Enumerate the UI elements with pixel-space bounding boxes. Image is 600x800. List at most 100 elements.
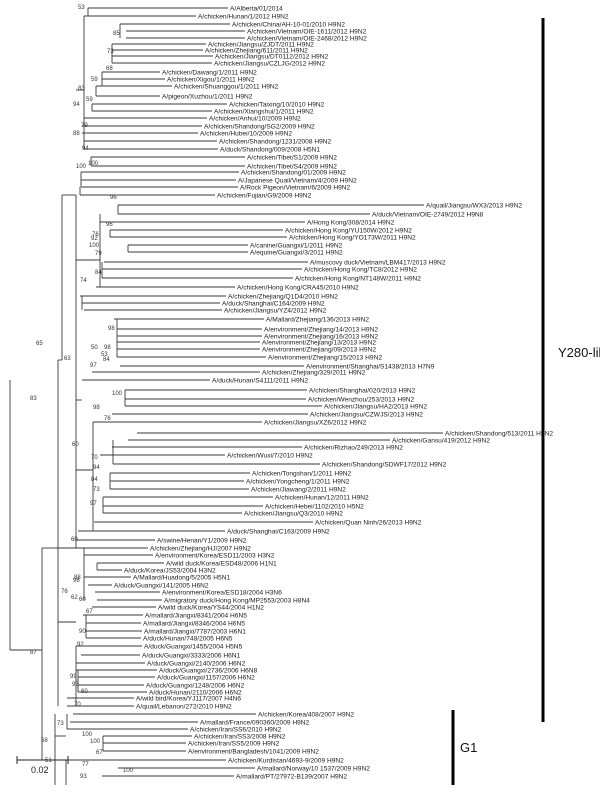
bootstrap-value: 94 <box>73 102 80 108</box>
leaf-label: A/duck/Guangxi/3333/2006 H6N1 <box>142 652 241 659</box>
bootstrap-value: 98 <box>108 326 115 332</box>
bootstrap-value: 51 <box>45 758 52 764</box>
leaf-label: A/mallard/Jiangxi/7787/2003 H6N1 <box>144 628 246 635</box>
bootstrap-value: 96 <box>106 222 113 228</box>
leaf-label: A/swine/Henan/Y1/2009 H9N2 <box>157 537 247 544</box>
leaf-label: A/chicken/Shandong/513/2011 H9N2 <box>445 430 553 437</box>
bootstrap-value: 73 <box>93 487 100 493</box>
leaf-label: A/chicken/Taixing/10/2010 H9N2 <box>229 101 325 108</box>
bootstrap-value: 70 <box>74 702 81 708</box>
leaf-label: A/chicken/Tibet/S1/2009 H9N2 <box>247 154 337 161</box>
leaf-label: A/chicken/Shandong/SG2/2009 H9N2 <box>204 123 315 130</box>
leaf-label: A/chicken/Iran/SS3/2008 H9N2 <box>194 733 286 740</box>
leaf-labels: A/Alberta/01/2014A/chicken/Hunan/1/2012 … <box>114 5 553 780</box>
bootstrap-value: 79 <box>95 251 102 257</box>
bootstrap-value: 92 <box>77 642 84 648</box>
leaf-label: A/canine/Guangxi/1/2011 H9N2 <box>250 242 343 249</box>
leaf-label: A/wild duck/Korea/ESD48/2006 H1N1 <box>166 560 277 567</box>
bootstrap-value: 96 <box>73 578 80 584</box>
leaf-label: A/chicken/Jiangsu/Q3/2010 H9N2 <box>244 510 343 517</box>
leaf-label: A/chicken/Quan Ninh/26/2013 H9N2 <box>315 519 422 526</box>
bootstrap-value: 60 <box>71 537 78 543</box>
leaf-label: A/chicken/Hong Kong/YO173W/2011 H9N2 <box>289 234 416 241</box>
leaf-label: A/chicken/Jiangsu/DT0112/2012 H9N2 <box>215 53 328 60</box>
leaf-label: A/Japanese Quail/Vietnam/4/2009 H9N2 <box>238 177 357 184</box>
leaf-label: A/duck/Hunan/748/2005 H6N5 <box>143 635 233 642</box>
leaf-label: A/chicken/China/AH-10-01/2010 H9N2 <box>232 21 345 28</box>
leaf-label: A/Mallard/Huadong/5/2005 H5N1 <box>133 574 230 581</box>
leaf-label: A/duck/Guangxi/141/2005 H6N2 <box>114 582 209 589</box>
bootstrap-value: 92 <box>91 236 98 242</box>
leaf-label: A/environment/Zhejiang/16/2013 H9N2 <box>264 333 378 340</box>
bootstrap-value: 98 <box>104 345 111 351</box>
leaf-label: A/chicken/Gansu/419/2012 H9N2 <box>392 437 490 444</box>
bootstrap-value: 70 <box>91 455 98 461</box>
leaf-label: A/chicken/Vietnam/OIE-1611/2012 H9N2 <box>247 28 367 35</box>
leaf-label: A/chicken/Shandong/01/2009 H9N2 <box>241 169 346 176</box>
bootstrap-value: 60 <box>81 689 88 695</box>
leaf-label: A/chicken/Rizhao/249/2013 H9N2 <box>304 444 403 451</box>
bootstrap-value: 73 <box>107 49 114 55</box>
bootstrap-value: 60 <box>79 597 86 603</box>
bootstrap-value: 67 <box>86 609 93 615</box>
leaf-label: A/duck/Shanghai/C164/2009 H9N2 <box>222 300 325 307</box>
leaf-label: A/chicken/Hong Kong/CRA45/2010 H9N2 <box>237 284 359 291</box>
leaf-label: A/chicken/Jiangsu/CZLJG/2012 H9N2 <box>214 60 325 67</box>
bootstrap-value: 100 <box>88 161 99 167</box>
scale-bar-label: 0.02 <box>31 765 49 775</box>
leaf-label: A/environment/Bangladesh/1041/2009 H9N2 <box>188 748 319 755</box>
bootstrap-value: 97 <box>90 501 97 507</box>
bootstrap-value: 73 <box>57 721 64 727</box>
bootstrap-value: 99 <box>70 674 77 680</box>
bootstrap-value: 87 <box>30 650 37 656</box>
leaf-label: A/quail/Jiangsu/WX3/2013 H9N2 <box>426 202 522 209</box>
bootstrap-value: 100 <box>90 739 101 745</box>
leaf-label: A/migratory duck/Hong Kong/MP2553/2003 H… <box>164 597 310 604</box>
bootstrap-value: 67 <box>96 750 103 756</box>
bootstrap-value: 88 <box>73 131 80 137</box>
leaf-label: A/chicken/Korea/408/2007 H9N2 <box>258 711 354 718</box>
leaf-label: A/environment/Zhejiang/09/2013 H9N2 <box>262 346 376 353</box>
bootstrap-value: 68 <box>106 66 113 72</box>
leaf-label: A/mallard/France/090360/2009 H9N2 <box>200 719 310 726</box>
bootstrap-value: 88 <box>74 575 81 581</box>
bootstrap-value: 63 <box>64 356 71 362</box>
leaf-label: A/chicken/Wenzhou/253/2013 H9N2 <box>308 396 415 403</box>
leaf-label: A/chicken/Anhui/10/2009 H9N2 <box>209 115 301 122</box>
leaf-label: A/muscovy duck/Vietnam/LBM417/2013 H9N2 <box>310 259 446 266</box>
leaf-label: A/quail/Lebanon/272/2010 H9N2 <box>136 703 232 710</box>
leaf-label: A/chicken/Jiangsu/YZ4/2012 H9N2 <box>224 307 327 314</box>
leaf-label: A/chicken/Xiangshui/1/2011 H9N2 <box>214 108 314 115</box>
bootstrap-value: 53 <box>101 352 108 358</box>
leaf-label: A/mallard/Jiangxi/8341/2004 H6N5 <box>145 612 247 619</box>
bootstrap-value: 84 <box>91 477 98 483</box>
leaf-label: A/chicken/Shandong/1231/2008 H9N2 <box>219 138 332 145</box>
leaf-label: A/chicken/Hubei/10/2009 H9N2 <box>200 130 292 137</box>
leaf-label: A/chicken/Hong Kong/NT148W/2011 H9N2 <box>295 275 421 282</box>
leaf-label: A/chicken/Iran/SS6/2010 H9N2 <box>190 726 282 733</box>
bootstrap-value: 83 <box>30 396 37 402</box>
leaf-label: A/Alberta/01/2014 <box>230 5 283 12</box>
leaf-label: A/chicken/Jiangsu/XZ6/2012 H9N2 <box>264 419 367 426</box>
leaf-label: A/chicken/Jiangsu/HA2/2013 H9N2 <box>324 403 427 410</box>
bootstrap-value: 53 <box>78 5 85 11</box>
leaf-label: A/chicken/Yongcheng/1/2011 H9N2 <box>246 478 350 485</box>
leaf-label: A/wild bird/Korea/YJ117/2007 H4N6 <box>136 695 241 702</box>
bootstrap-value: 60 <box>72 442 79 448</box>
leaf-label: A/duck/Hunan/S4111/2011 H9N2 <box>212 377 308 384</box>
leaf-label: A/chicken/Xigou/1/2011 H9N2 <box>167 76 255 83</box>
leaf-label: A/chicken/Zhejiang/Q1D4/2010 H9N2 <box>228 293 338 300</box>
bootstrap-value: 59 <box>86 97 93 103</box>
leaf-label: A/duck/Guangxi/1248/2006 H6N2 <box>146 682 245 689</box>
leaf-label: A/environment/Shanghai/S1438/2013 H7N9 <box>306 363 435 370</box>
bootstrap-value: 85 <box>113 31 120 37</box>
bootstrap-value: 79 <box>81 123 88 129</box>
leaf-label: A/chicken/Zhejiang/HJ/2007 H9N2 <box>150 545 251 552</box>
leaf-label: A/chicken/Tongshan/1/2011 H9N2 <box>252 470 352 477</box>
bootstrap-value: 98 <box>93 405 100 411</box>
bootstrap-value: 95 <box>72 682 79 688</box>
leaf-label: A/equine/Guangxi/3/2011 H9N2 <box>250 249 343 256</box>
leaf-label: A/chicken/Zhejiang/611/2011 H9N2 <box>205 47 308 54</box>
